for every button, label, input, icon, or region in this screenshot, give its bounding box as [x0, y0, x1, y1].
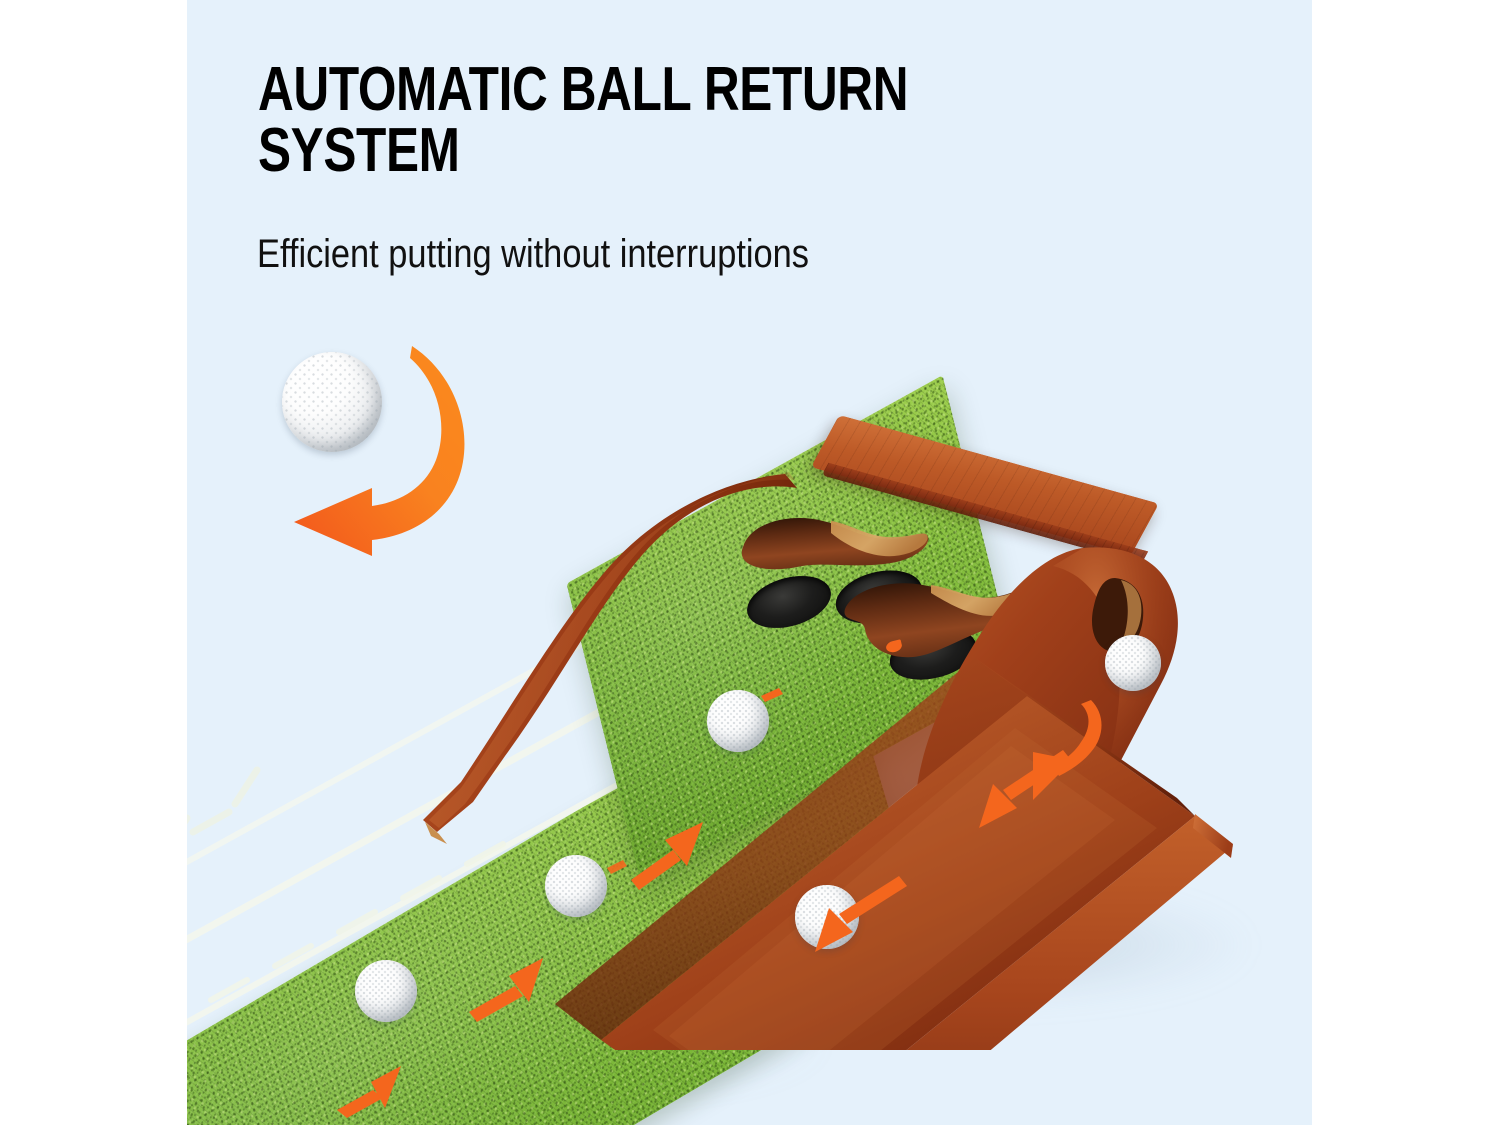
golf-ball-channel-end	[795, 885, 859, 949]
golf-ball-lane-upper	[707, 690, 769, 752]
golf-ball-lane-middle	[545, 855, 607, 917]
callout-golf-ball	[282, 352, 382, 452]
page-subtitle: Efficient putting without interruptions	[257, 232, 809, 276]
product-illustration	[187, 300, 1312, 1125]
golf-ball-lane-lower	[355, 960, 417, 1022]
return-arrow-1	[979, 750, 1071, 828]
golf-ball-exit-notch	[1105, 635, 1161, 691]
page-title: AUTOMATIC BALL RETURN SYSTEM	[258, 55, 909, 185]
content-panel: AUTOMATIC BALL RETURN SYSTEM Efficient p…	[187, 0, 1312, 1125]
ball-return-callout	[272, 340, 512, 570]
ball-drop-arrow	[1033, 700, 1102, 800]
swoosh-arrow-icon	[294, 346, 465, 556]
